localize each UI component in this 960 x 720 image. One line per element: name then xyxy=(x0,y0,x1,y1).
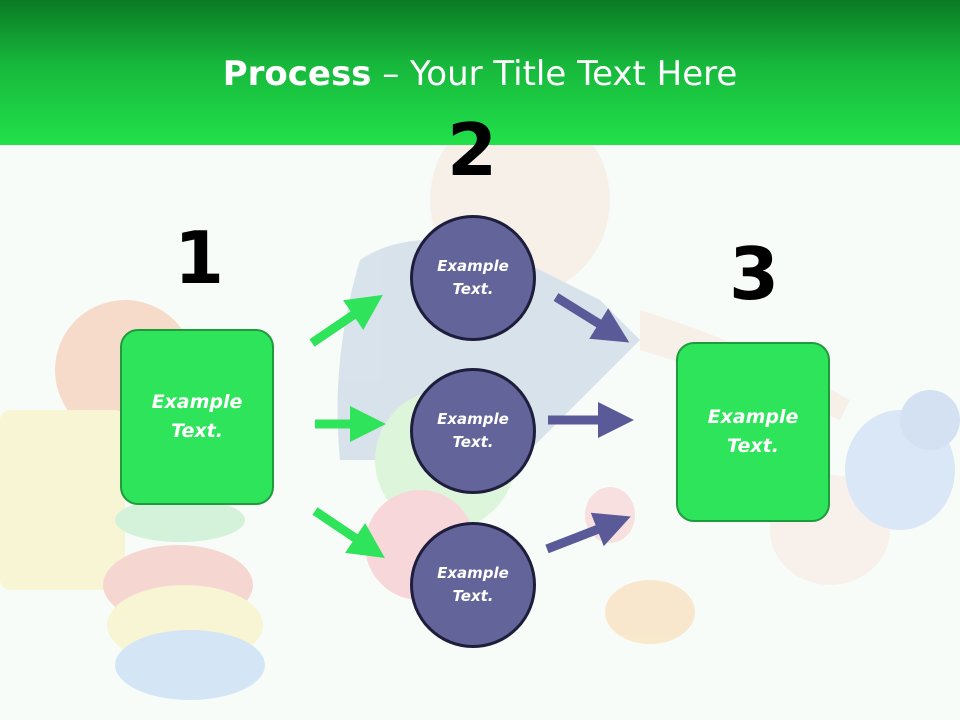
step-1-box[interactable]: Example Text. xyxy=(120,329,274,505)
step-number-2: 2 xyxy=(446,108,498,192)
arrow-1-to-top xyxy=(309,294,383,347)
step-3-box[interactable]: Example Text. xyxy=(676,342,830,522)
step-2-circle-bottom-text: Example Text. xyxy=(437,564,509,605)
step-2-circle-middle-text: Example Text. xyxy=(437,410,509,451)
slide-title[interactable]: Process – Your Title Text Here xyxy=(0,52,960,96)
step-3-text: Example Text. xyxy=(707,406,799,457)
arrow-1-to-bottom xyxy=(312,507,385,559)
step-2-circle-top-text: Example Text. xyxy=(437,257,509,298)
step-number-1: 1 xyxy=(173,216,225,300)
arrow-top-to-3 xyxy=(553,293,630,343)
step-2-circle-bottom[interactable]: Example Text. xyxy=(410,522,536,648)
arrow-bottom-to-3 xyxy=(545,512,631,554)
step-1-text: Example Text. xyxy=(151,391,243,442)
title-bold: Process xyxy=(222,54,372,94)
step-number-3: 3 xyxy=(728,232,780,316)
step-2-circle-top[interactable]: Example Text. xyxy=(410,215,536,341)
title-bar: Process – Your Title Text Here xyxy=(0,0,960,145)
step-2-circle-middle[interactable]: Example Text. xyxy=(410,368,536,494)
title-rest: – Your Title Text Here xyxy=(371,54,738,94)
